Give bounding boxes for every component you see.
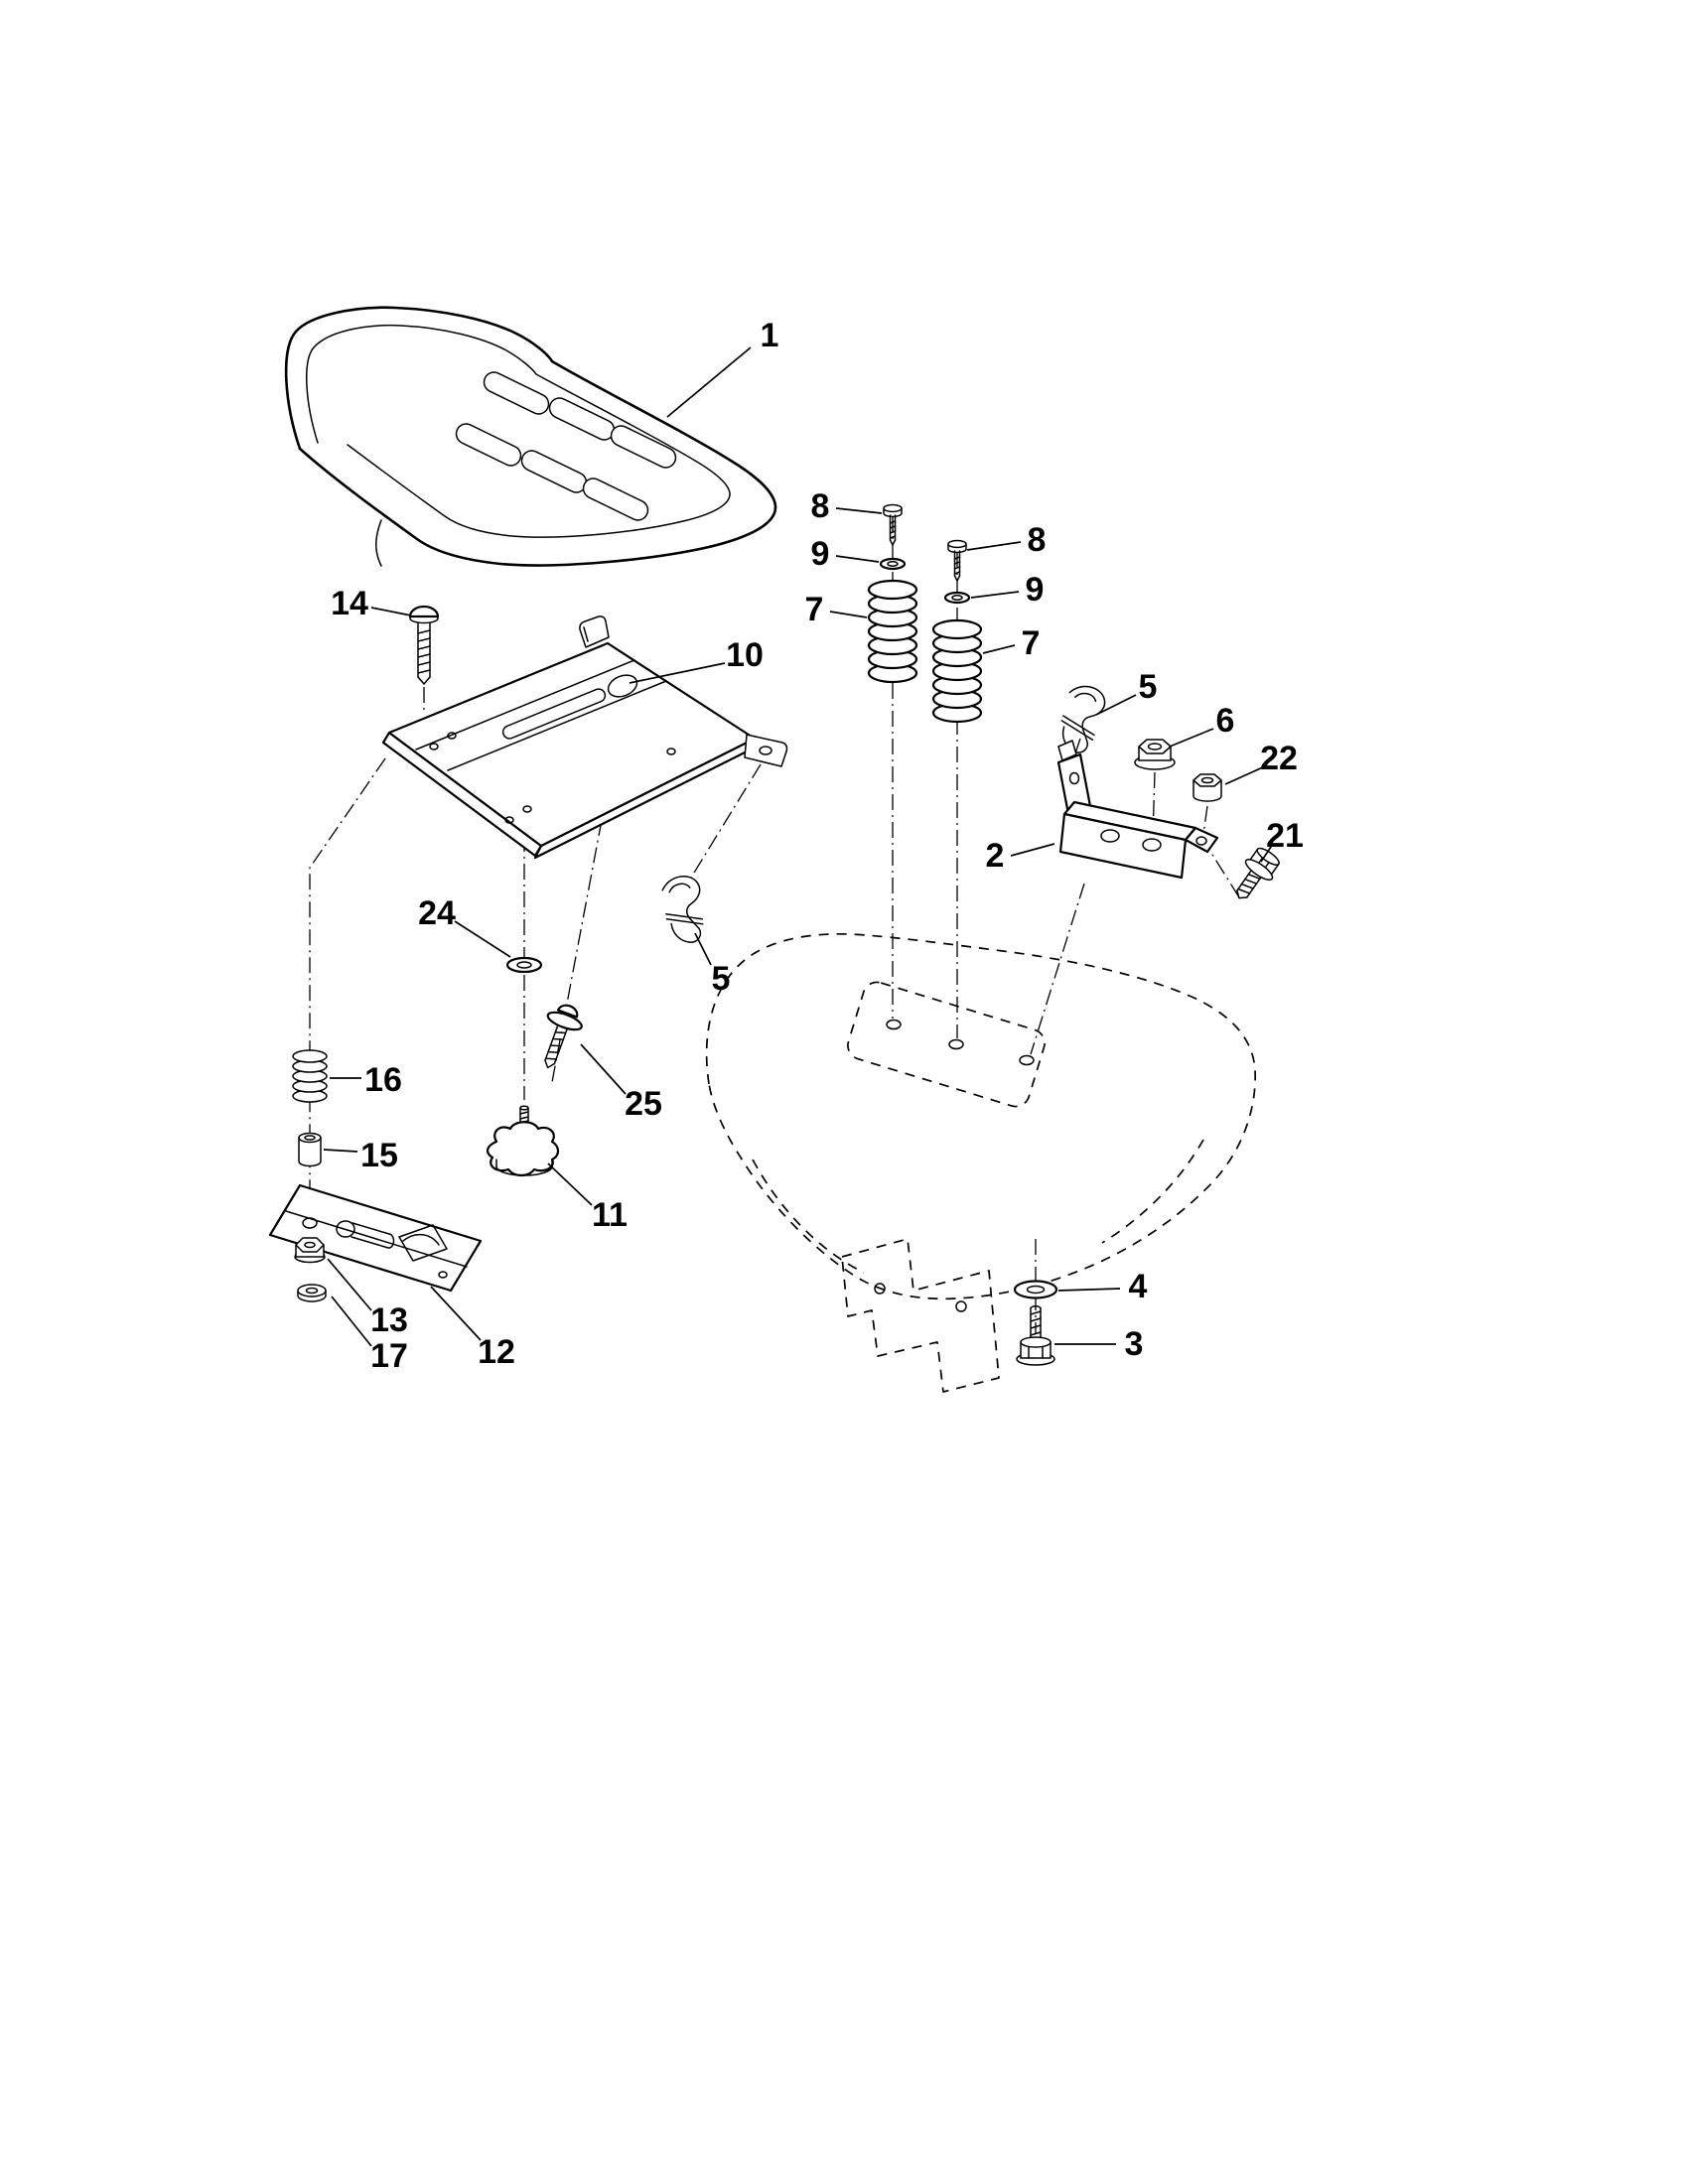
callout-21-22: 21 bbox=[1266, 817, 1304, 855]
callout-leader-24-4 bbox=[454, 920, 511, 958]
callout-4-23: 4 bbox=[1129, 1268, 1148, 1305]
callout-leader-13-10 bbox=[327, 1258, 372, 1311]
spring-7-right bbox=[931, 618, 983, 724]
bolt-3 bbox=[1016, 1305, 1055, 1366]
fender-mount-holes bbox=[886, 1019, 1035, 1066]
callout-leader-21-22 bbox=[1260, 843, 1274, 863]
retainer-clip-left bbox=[654, 871, 716, 949]
callout-leader-6-19 bbox=[1169, 728, 1214, 748]
support-bracket-outline bbox=[841, 1238, 1000, 1393]
callout-7-17: 7 bbox=[1022, 624, 1041, 662]
callout-11-8: 11 bbox=[592, 1196, 628, 1234]
callout-leader-11-8 bbox=[547, 1162, 593, 1206]
screw-8-right bbox=[947, 539, 967, 582]
callout-24-4: 24 bbox=[418, 894, 456, 932]
washer-9-left bbox=[879, 557, 907, 571]
adjustment-bracket bbox=[268, 1183, 483, 1293]
seat-vents bbox=[455, 371, 677, 521]
callout-leader-15-7 bbox=[323, 1149, 358, 1153]
shoulder-bolt-14 bbox=[408, 605, 440, 685]
bolt-21 bbox=[1236, 847, 1280, 899]
callout-25-5: 25 bbox=[625, 1085, 662, 1123]
nut-6 bbox=[1134, 739, 1176, 770]
seat-bracket bbox=[1056, 740, 1219, 880]
callout-leader-25-5 bbox=[580, 1043, 627, 1095]
callout-leader-22-20 bbox=[1224, 765, 1266, 785]
spring-16 bbox=[292, 1049, 328, 1103]
washer-4 bbox=[1013, 1280, 1058, 1299]
callout-leader-2-21 bbox=[1010, 843, 1055, 857]
callout-leader-8-15 bbox=[966, 541, 1022, 551]
callout-8-12: 8 bbox=[811, 487, 830, 525]
callout-14-1: 14 bbox=[331, 585, 368, 622]
callout-leader-9-16 bbox=[970, 591, 1020, 599]
callout-leader-8-12 bbox=[835, 507, 883, 514]
seat bbox=[284, 306, 777, 567]
callout-leader-12-9 bbox=[430, 1286, 482, 1341]
callout-leader-4-23 bbox=[1057, 1288, 1121, 1292]
callout-15-7: 15 bbox=[360, 1137, 398, 1174]
seat-pan bbox=[381, 615, 788, 860]
spring-7-left bbox=[867, 579, 918, 684]
washer-24 bbox=[505, 956, 543, 974]
bushing-15 bbox=[298, 1132, 322, 1167]
seat-pan-holes bbox=[429, 732, 676, 824]
callout-5-18: 5 bbox=[1139, 668, 1158, 706]
callout-9-16: 9 bbox=[1026, 571, 1045, 609]
callout-1-0: 1 bbox=[761, 317, 779, 354]
nut-22 bbox=[1193, 773, 1222, 802]
screw-8-left bbox=[883, 503, 903, 546]
callout-2-21: 2 bbox=[986, 837, 1005, 875]
callout-5-3: 5 bbox=[712, 960, 731, 998]
callout-6-19: 6 bbox=[1216, 702, 1235, 740]
callout-leader-17-11 bbox=[331, 1296, 372, 1347]
callout-12-9: 12 bbox=[478, 1333, 515, 1371]
screw-25 bbox=[544, 1004, 583, 1069]
nut-13 bbox=[294, 1237, 326, 1264]
callout-leader-14-1 bbox=[370, 607, 412, 616]
callout-8-15: 8 bbox=[1028, 521, 1047, 559]
callout-leader-7-17 bbox=[982, 644, 1016, 654]
washer-17 bbox=[297, 1284, 327, 1302]
callout-7-14: 7 bbox=[805, 591, 824, 628]
callout-leader-5-3 bbox=[694, 932, 712, 966]
callout-22-20: 22 bbox=[1260, 740, 1298, 777]
callout-16-6: 16 bbox=[364, 1061, 402, 1099]
callout-3-24: 3 bbox=[1125, 1325, 1144, 1363]
callout-leader-1-0 bbox=[666, 346, 752, 418]
callout-9-13: 9 bbox=[811, 535, 830, 573]
callout-leader-10-2 bbox=[629, 662, 726, 684]
callout-10-2: 10 bbox=[726, 636, 764, 674]
washer-9-right bbox=[943, 591, 971, 605]
callout-leader-7-14 bbox=[829, 611, 868, 618]
callout-leader-9-13 bbox=[835, 555, 880, 563]
fender-outline bbox=[705, 933, 1256, 1300]
adjustment-knob bbox=[487, 1105, 560, 1177]
callout-leader-5-18 bbox=[1095, 694, 1137, 716]
callout-17-11: 17 bbox=[370, 1337, 408, 1375]
callout-13-10: 13 bbox=[370, 1301, 408, 1339]
